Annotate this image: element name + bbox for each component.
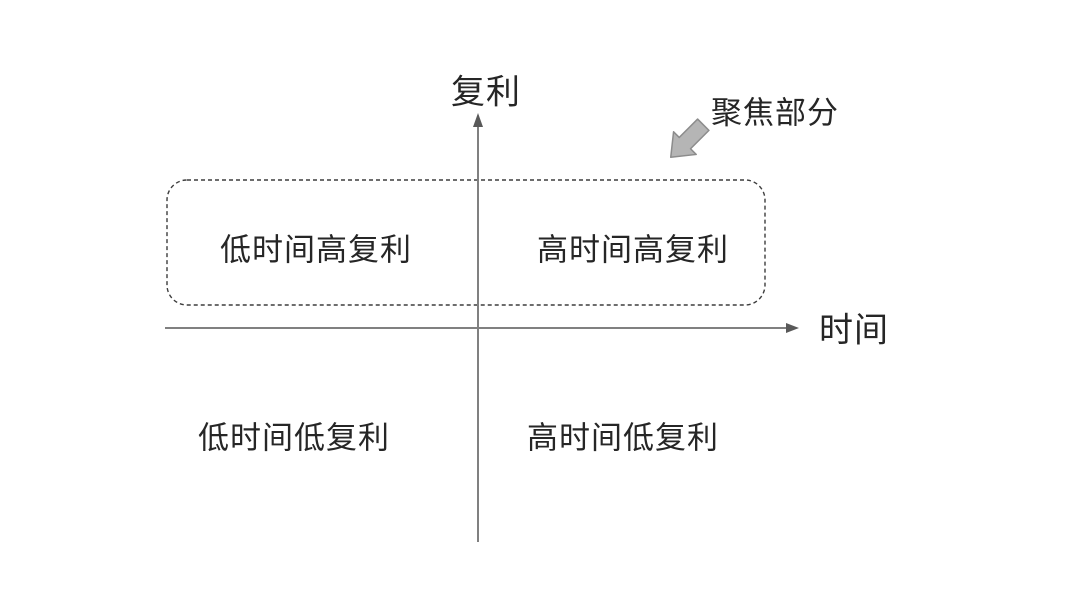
x-axis-arrowhead-icon — [786, 323, 799, 333]
quadrant-label-bottom-left: 低时间低复利 — [198, 420, 390, 456]
focus-region-dashed-box — [166, 179, 766, 306]
focus-annotation-label: 聚焦部分 — [711, 95, 839, 131]
y-axis-arrowhead-icon — [473, 113, 483, 127]
quadrant-label-top-right: 高时间高复利 — [537, 232, 729, 268]
y-axis-label: 复利 — [451, 73, 521, 112]
quadrant-label-bottom-right: 高时间低复利 — [527, 420, 719, 456]
block-arrow-icon — [669, 118, 710, 159]
x-axis-label: 时间 — [819, 311, 889, 350]
quadrant-label-top-left: 低时间高复利 — [220, 232, 412, 268]
